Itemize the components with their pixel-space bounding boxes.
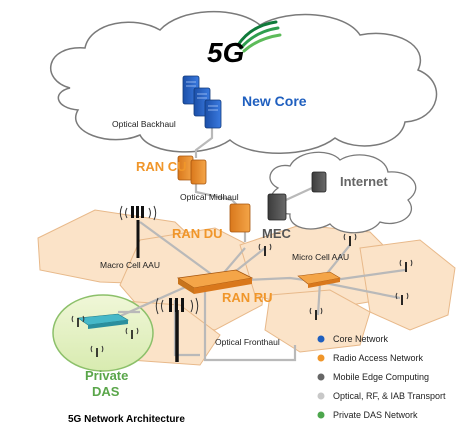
legend-label: Mobile Edge Computing <box>333 372 429 382</box>
legend-label: Private DAS Network <box>333 410 418 420</box>
label-optical-midhaul: Optical Midhaul <box>180 192 239 202</box>
label-micro-cell: Micro Cell AAU <box>292 252 349 262</box>
macro-cell-tower <box>119 205 157 258</box>
small-antennas <box>71 233 413 357</box>
label-private-das-line1: Private <box>85 368 128 383</box>
core-servers <box>182 75 222 129</box>
das-device <box>77 313 129 329</box>
internet-server <box>311 171 327 193</box>
legend-swatch <box>317 392 325 400</box>
label-ran-ru: RAN RU <box>222 290 273 305</box>
label-mec: MEC <box>262 226 292 241</box>
label-optical-fronthaul: Optical Fronthaul <box>215 337 280 347</box>
label-private-das-line2: DAS <box>92 384 120 399</box>
private-das-zone <box>52 294 154 372</box>
label-macro-cell: Macro Cell AAU <box>100 260 160 270</box>
diagram-caption: 5G Network Architecture <box>68 414 185 425</box>
ru-tower <box>155 297 199 362</box>
legend-label: Core Network <box>333 334 389 344</box>
label-ran-du: RAN DU <box>172 226 223 241</box>
legend-swatch <box>317 373 325 381</box>
legend-label: Optical, RF, & IAB Transport <box>333 391 446 401</box>
ran-du-server <box>229 203 251 233</box>
ran-ru-device <box>176 269 254 294</box>
micro-ru-device <box>297 271 341 288</box>
5g-logo: 5G <box>207 37 244 68</box>
label-new-core: New Core <box>242 93 307 109</box>
label-ran-cu: RAN CU <box>136 159 187 174</box>
legend-swatch <box>317 411 325 419</box>
label-optical-backhaul: Optical Backhaul <box>112 119 176 129</box>
legend-swatch <box>317 354 325 362</box>
label-internet: Internet <box>340 174 388 189</box>
internet-cloud <box>269 151 417 234</box>
5g-logo-swoosh <box>236 20 282 53</box>
mec-server <box>267 193 287 221</box>
core-cloud <box>50 10 438 154</box>
ran-cu-servers <box>177 155 207 185</box>
legend-swatch <box>317 335 325 343</box>
legend-label: Radio Access Network <box>333 353 424 363</box>
